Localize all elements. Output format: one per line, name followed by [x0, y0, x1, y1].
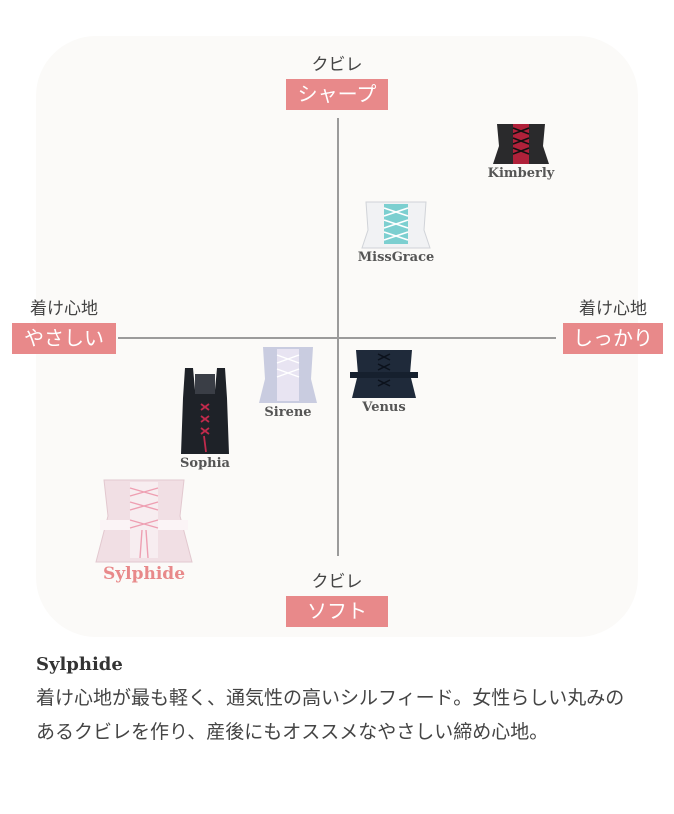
axis-badge-soft: ソフト	[286, 596, 388, 627]
corset-image-sophia	[177, 368, 233, 456]
axis-label-left: 着け心地 やさしい	[12, 298, 116, 354]
axis-badge-firm: しっかり	[563, 323, 663, 354]
axis-label-right: 着け心地 しっかり	[562, 298, 664, 354]
corset-image-sylphide	[92, 476, 196, 564]
axis-badge-gentle: やさしい	[12, 323, 116, 354]
corset-image-venus	[350, 348, 418, 400]
item-venus[interactable]: Venus	[348, 348, 420, 415]
item-kimberly[interactable]: Kimberly	[478, 120, 564, 181]
axis-label-top: クビレ シャープ	[286, 54, 388, 110]
item-sirene[interactable]: Sirene	[254, 345, 322, 420]
item-name: Sylphide	[102, 564, 186, 584]
item-name: MissGrace	[357, 250, 435, 265]
corset-image-kimberly	[491, 120, 551, 166]
corset-image-missgrace	[358, 200, 434, 250]
axis-caption-left: 着け心地	[30, 299, 98, 319]
axis-label-bottom: クビレ ソフト	[286, 571, 388, 627]
item-name: Venus	[362, 400, 406, 415]
axis-caption-right: 着け心地	[579, 299, 647, 319]
description-title: Sylphide	[36, 654, 123, 675]
axis-caption-bottom: クビレ	[311, 572, 363, 592]
item-missgrace[interactable]: MissGrace	[350, 200, 442, 265]
item-name: Sophia	[180, 456, 230, 471]
axis-caption-top: クビレ	[311, 55, 363, 75]
item-name: Sirene	[264, 405, 312, 420]
item-name: Kimberly	[487, 166, 555, 181]
selected-item-description: Sylphide 着け心地が最も軽く、通気性の高いシルフィード。女性らしい丸みの…	[36, 654, 636, 749]
horizontal-axis-comfort	[118, 337, 556, 339]
item-sophia[interactable]: Sophia	[170, 368, 240, 471]
description-text: 着け心地が最も軽く、通気性の高いシルフィード。女性らしい丸みのあるクビレを作り、…	[36, 687, 625, 743]
item-sylphide-selected[interactable]: Sylphide	[88, 476, 200, 584]
corset-image-sirene	[257, 345, 319, 405]
axis-badge-sharp: シャープ	[286, 79, 388, 110]
